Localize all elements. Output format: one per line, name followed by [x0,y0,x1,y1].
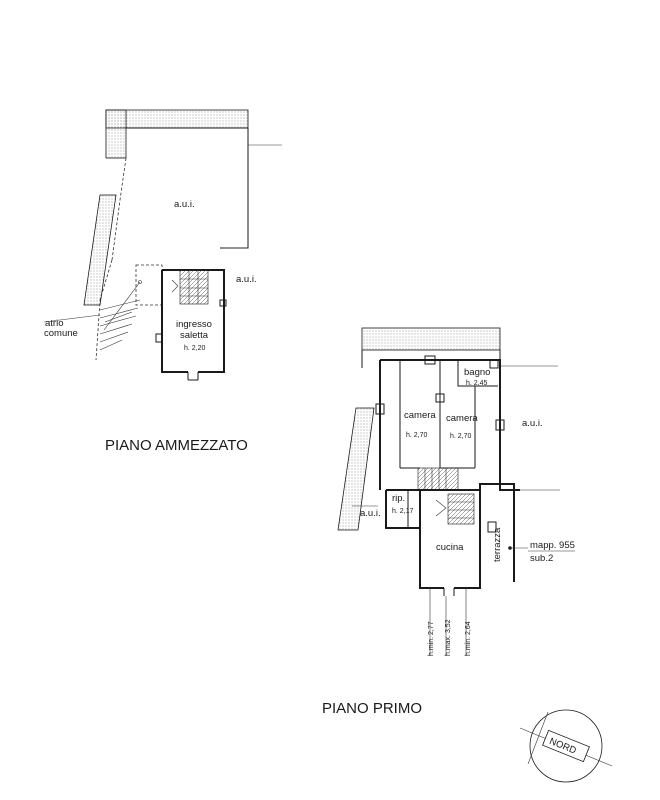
mezz-atrio-label-2: comune [44,328,78,339]
cucina-label: cucina [436,542,464,553]
mezz-room-label-1: ingresso [176,319,212,330]
mezz-atrio-label-1: atrio [45,318,63,329]
rip-label: rip. [392,493,405,504]
camera-left-height: h. 2,70 [406,432,428,439]
camera-right-height: h. 2,70 [450,433,472,440]
mezzanine-title: PIANO AMMEZZATO [105,437,248,454]
bagno-height: h. 2,45 [466,380,488,387]
terrazza-label: terrazza [492,527,503,562]
camera-left-label: camera [404,410,436,421]
mezz-room-label-2: saletta [180,330,209,341]
ff-aui-left-label: a.u.i. [360,508,381,519]
mezz-aui-top-label: a.u.i. [174,199,195,210]
ff-aui-right-label: a.u.i. [522,418,543,429]
rip-height: h. 2,17 [392,508,414,515]
sub-label: sub.2 [530,553,553,564]
first-floor-title: PIANO PRIMO [322,700,422,717]
h-min-1-label: h.min. 2,77 [428,621,435,656]
mapp-label: mapp. 955 [530,540,575,551]
mezz-room-height: h. 2,20 [184,345,206,352]
mezzanine-plan: a.u.i. a.u.i. atrio comune ingresso sale… [43,109,282,454]
h-min-2-label: h.min. 2,64 [465,621,472,656]
mezz-aui-right-label: a.u.i. [236,274,257,285]
first-floor-plan: bagno h. 2,45 camera h. 2,70 camera h. 2… [322,327,575,717]
bagno-label: bagno [464,367,490,378]
camera-right-label: camera [446,413,478,424]
h-max-label: h.max. 3,52 [445,619,452,656]
compass: NORD [519,709,613,783]
